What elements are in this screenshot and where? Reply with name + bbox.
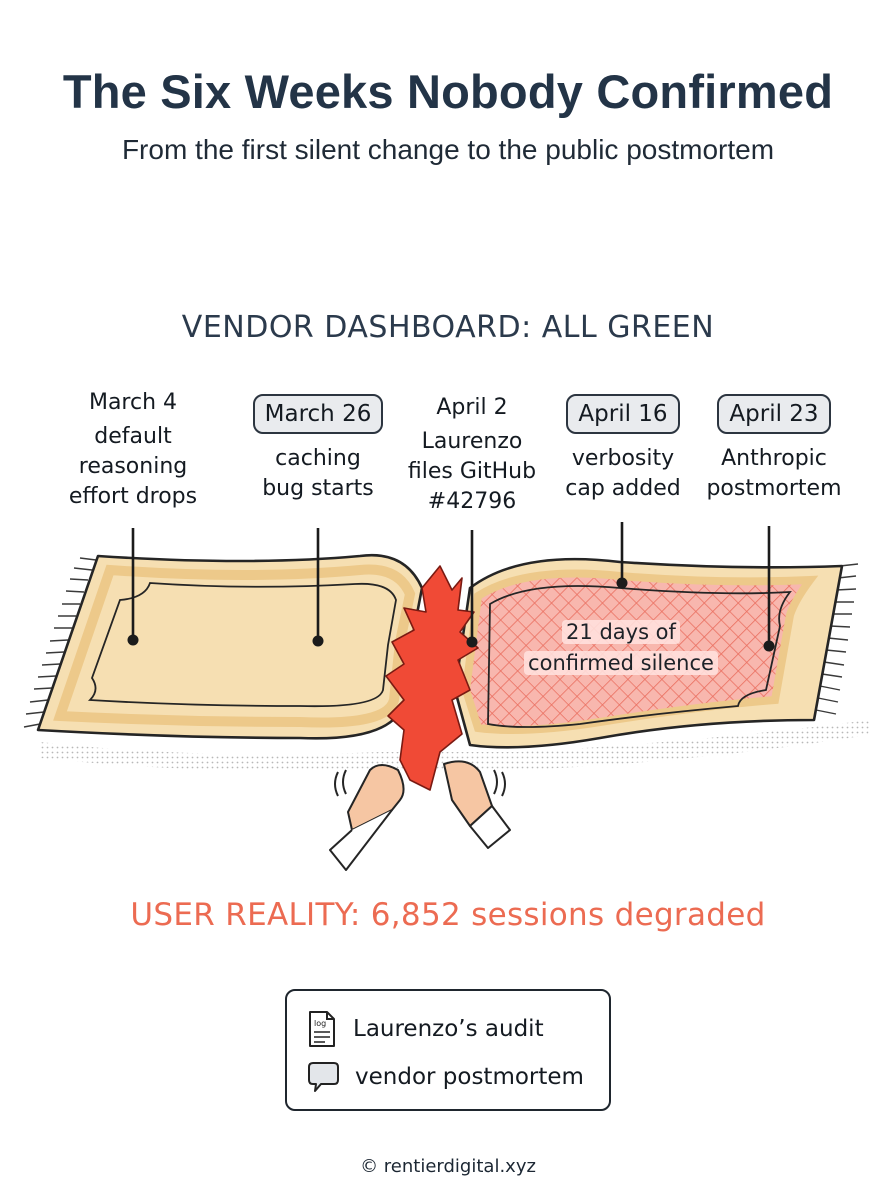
legend-item-postmortem: vendor postmortem bbox=[307, 1057, 584, 1097]
hands bbox=[329, 760, 511, 871]
callout-dots bbox=[127, 577, 775, 652]
silence-label-line: 21 days of bbox=[562, 620, 680, 644]
speech-bubble-icon bbox=[308, 1062, 339, 1092]
event-desc-line: effort drops bbox=[68, 484, 198, 509]
rug-shadow bbox=[40, 720, 870, 772]
event-desc-line: caching bbox=[275, 446, 361, 471]
event-date: March 4 bbox=[88, 390, 178, 415]
page-title: The Six Weeks Nobody Confirmed bbox=[62, 65, 834, 118]
event-desc-line: Laurenzo bbox=[421, 429, 523, 454]
rug-fringe-left bbox=[23, 557, 97, 728]
event-date-badge: April 23 bbox=[717, 394, 831, 434]
legend-label: vendor postmortem bbox=[355, 1064, 584, 1090]
event-desc-line: verbosity bbox=[571, 446, 675, 471]
event-desc-line: reasoning bbox=[78, 454, 188, 479]
legend: log Laurenzo’s audit vendor postmortem bbox=[285, 989, 611, 1111]
event-date-badge: April 16 bbox=[566, 394, 680, 434]
event-desc-line: #42796 bbox=[427, 489, 517, 514]
rug-left-border bbox=[53, 564, 416, 728]
log-file-icon: log bbox=[309, 1011, 335, 1047]
event-date: April 2 bbox=[436, 395, 508, 420]
legend-label: Laurenzo’s audit bbox=[353, 1016, 544, 1042]
event-desc-line: default bbox=[94, 424, 172, 449]
event-desc-line: cap added bbox=[565, 476, 681, 501]
callout-lines bbox=[131, 522, 771, 644]
event-march-4: March 4 default reasoning effort drops bbox=[48, 388, 218, 512]
event-desc-line: files GitHub bbox=[407, 459, 537, 484]
event-desc-line: postmortem bbox=[706, 476, 842, 501]
vendor-dashboard-label: VENDOR DASHBOARD: ALL GREEN bbox=[181, 310, 715, 345]
log-icon-text: log bbox=[314, 1019, 326, 1028]
event-desc-line: Anthropic bbox=[721, 446, 827, 471]
user-reality-label: USER REALITY: 6,852 sessions degraded bbox=[130, 897, 766, 933]
event-date-badge: March 26 bbox=[252, 394, 384, 434]
event-desc-line: bug starts bbox=[262, 476, 374, 501]
event-april-23: April 23 Anthropic postmortem bbox=[694, 394, 854, 504]
page-subtitle: From the first silent change to the publ… bbox=[121, 134, 775, 165]
rug-fringe-right bbox=[815, 563, 859, 715]
legend-item-audit: log Laurenzo’s audit bbox=[307, 1009, 544, 1049]
rug-left-half bbox=[36, 553, 424, 740]
event-march-26: March 26 caching bug starts bbox=[238, 394, 398, 504]
rug-left-inner bbox=[87, 582, 397, 708]
silence-label: 21 days of confirmed silence bbox=[506, 617, 736, 679]
footer-credit: © rentierdigital.xyz bbox=[360, 1156, 536, 1177]
silence-label-line: confirmed silence bbox=[524, 651, 718, 675]
event-april-16: April 16 verbosity cap added bbox=[546, 394, 700, 504]
event-april-2: April 2 Laurenzo files GitHub #42796 bbox=[392, 393, 552, 517]
